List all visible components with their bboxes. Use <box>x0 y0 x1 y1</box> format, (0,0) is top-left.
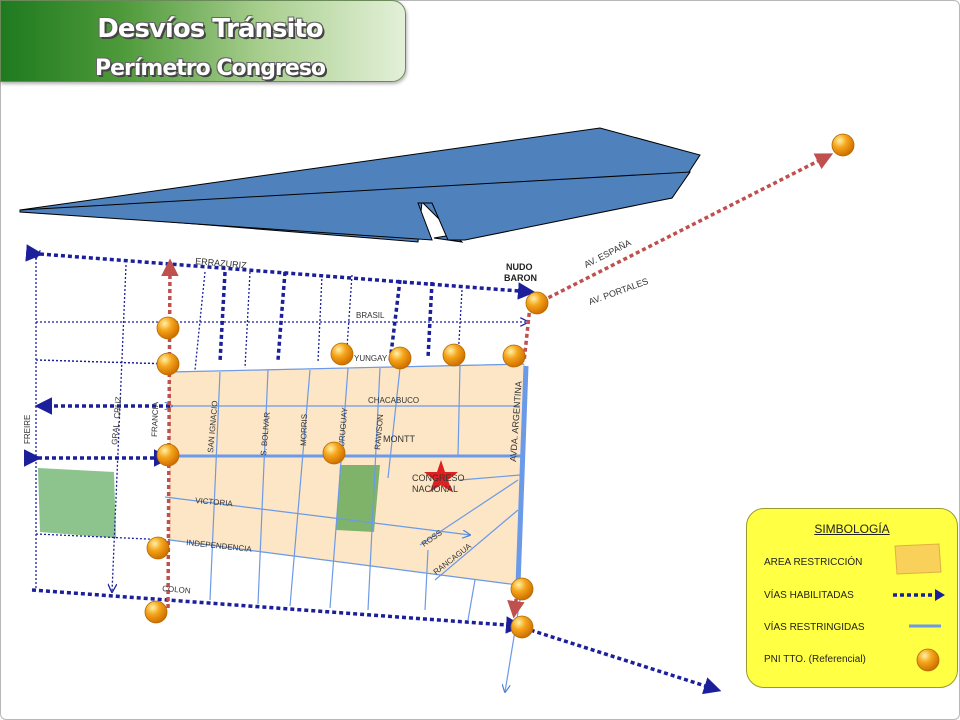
park-center <box>336 465 380 532</box>
legend-item-restriction-area: AREA RESTRICCIÓN <box>764 557 862 568</box>
label-baron: BARON <box>504 273 537 283</box>
landmark-label-line2: NACIONAL <box>412 484 458 494</box>
control-point-icon <box>388 346 412 370</box>
title-banner <box>0 0 406 82</box>
legend-item-enabled-routes: VÍAS HABILITADAS <box>764 590 854 601</box>
street-label-av-espana: AV. ESPAÑA <box>582 238 632 270</box>
legend-item-control-points: PNI TTO. (Referencial) <box>764 654 866 665</box>
street-label-gral-cruz: GRAL. CRUZ <box>110 396 123 445</box>
congreso-star-icon <box>424 460 458 492</box>
park-west <box>38 468 116 538</box>
control-point-icon <box>156 443 180 467</box>
street-label-errazuriz: ERRAZURIZ <box>195 256 248 270</box>
control-point-icon <box>442 343 466 367</box>
street-label-victoria: VICTORIA <box>195 496 234 508</box>
street-label-av-portales: AV. PORTALES <box>587 276 649 307</box>
page-subtitle: Perímetro Congreso <box>94 56 326 81</box>
control-point-icon <box>525 291 549 315</box>
street-label-yungay: YUNGAY <box>354 354 388 363</box>
legend-label: VÍAS RESTRINGIDAS <box>764 622 865 633</box>
restricted-avda-argentina <box>515 365 529 586</box>
street-label-brasil: BRASIL <box>356 311 385 320</box>
page-title: Desvíos Tránsito <box>97 14 323 44</box>
control-point-icon <box>510 615 534 639</box>
street-label-rawson: RAWSON <box>373 414 385 451</box>
control-point-icon <box>831 133 855 157</box>
control-point-icon <box>146 536 170 560</box>
control-point-icon <box>322 441 346 465</box>
legend-label: AREA RESTRICCIÓN <box>764 557 863 568</box>
control-point-icon <box>330 342 354 366</box>
street-label-s-bolivar: S. BOLIVAR <box>259 411 272 456</box>
restriction-area-swatch-icon <box>894 543 942 575</box>
street-label-francia: FRANCIA <box>150 401 160 437</box>
enabled-route-swatch-icon <box>893 589 945 601</box>
legend-label: VÍAS HABILITADAS <box>764 590 854 601</box>
street-label-montt: MONTT <box>383 434 415 444</box>
control-point-icon <box>510 577 534 601</box>
street-label-chacabuco: CHACABUCO <box>368 396 419 405</box>
street-label-uruguay: URUGUAY <box>337 406 349 447</box>
landmark-label-line1: CONGRESO <box>412 473 465 483</box>
street-label-morris: MORRIS <box>299 414 309 446</box>
legend-panel: SIMBOLOGÍA AREA RESTRICCIÓN VÍAS HABILIT… <box>746 508 958 688</box>
control-point-swatch-icon <box>916 648 940 672</box>
street-label-freire: FREIRE <box>23 415 32 444</box>
control-point-icon <box>156 352 180 376</box>
control-point-icon <box>502 344 526 368</box>
legend-item-restricted-routes: VÍAS RESTRINGIDAS <box>764 622 865 633</box>
control-point-icon <box>144 600 168 624</box>
street-label-colon: COLON <box>162 584 191 595</box>
control-point-icon <box>156 316 180 340</box>
legend-label: PNI TTO. (Referencial) <box>764 654 866 665</box>
restricted-route-swatch-icon <box>909 624 941 628</box>
legend-title: SIMBOLOGÍA <box>814 522 890 536</box>
label-nudo: NUDO <box>506 262 533 272</box>
